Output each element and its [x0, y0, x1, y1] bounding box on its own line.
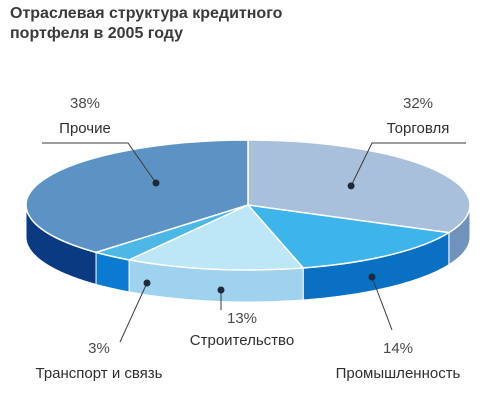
category-label-прочие: Прочие — [59, 120, 111, 137]
pie-slice-прочие — [25, 139, 249, 254]
callout-line-прочие — [42, 142, 157, 184]
callout-dot-прочие — [152, 179, 160, 187]
callout-dot-транспорт-и-связь — [143, 279, 151, 287]
data-label-транспорт-и-связь: 3% — [88, 340, 110, 357]
callout-line-торговля — [350, 142, 466, 187]
pie-slice-торговля — [247, 139, 471, 234]
pie-slice-строительство — [126, 204, 305, 271]
data-label-прочие: 38% — [70, 95, 100, 112]
chart-title: Отраслевая структура кредитного портфеля… — [10, 4, 282, 44]
category-label-промышленность: Промышленность — [336, 365, 461, 382]
category-label-торговля: Торговля — [387, 120, 450, 137]
chart-title-line-1: Отраслевая структура кредитного — [10, 5, 283, 22]
category-label-строительство: Строительство — [190, 332, 294, 349]
data-label-строительство: 13% — [227, 310, 257, 327]
category-label-транспорт-и-связь: Транспорт и связь — [36, 365, 163, 382]
callout-dot-строительство — [217, 286, 225, 294]
callout-dot-промышленность — [368, 273, 376, 281]
callout-line-промышленность — [371, 276, 393, 331]
callout-dot-торговля — [347, 182, 355, 190]
chart-title-line-2: портфеля в 2005 году — [10, 25, 184, 42]
pie-slice-промышленность — [246, 203, 452, 269]
pie-callouts: 32% Торговля 14% Промышленность 13% Строитель… — [36, 95, 466, 382]
data-label-промышленность: 14% — [383, 340, 413, 357]
callout-line-транспорт-и-связь — [119, 282, 148, 343]
data-label-торговля: 32% — [403, 95, 433, 112]
pie-top-faces — [25, 139, 471, 271]
